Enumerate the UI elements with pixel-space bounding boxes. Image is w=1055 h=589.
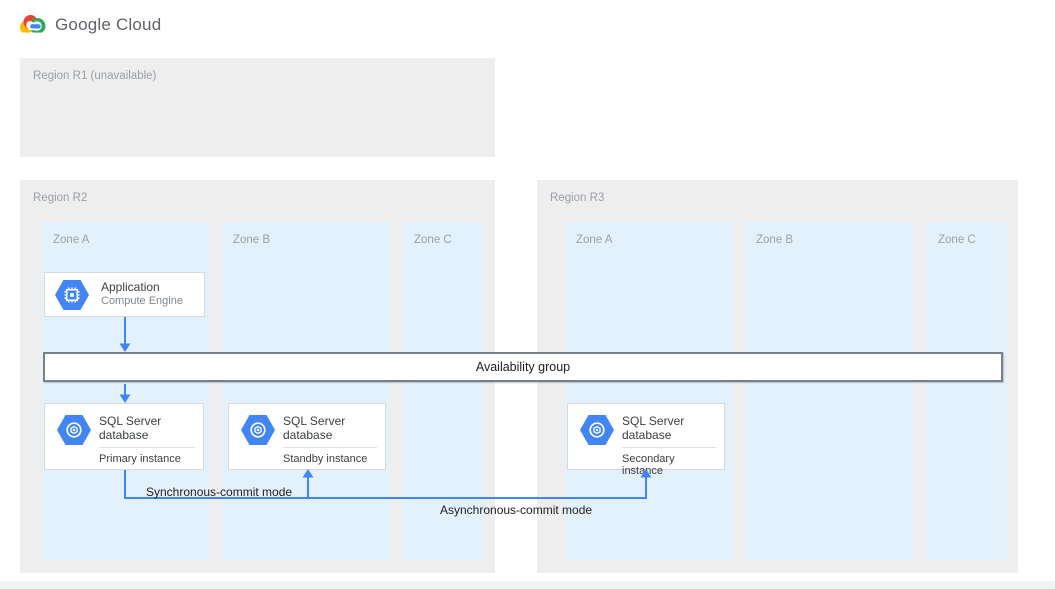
zone-label: Zone A xyxy=(53,234,90,246)
header: Google Cloud xyxy=(19,12,161,38)
sql-card-title: SQL Server database xyxy=(283,414,346,442)
region-r2-zone-b: Zone B xyxy=(222,222,390,560)
application-title: Application xyxy=(101,280,160,294)
bottom-strip xyxy=(0,581,1055,589)
sql-card-title: SQL Server database xyxy=(99,414,162,442)
availability-group-label: Availability group xyxy=(475,360,571,374)
sql-card-title: SQL Server database xyxy=(622,414,685,442)
zone-label: Zone B xyxy=(756,234,794,246)
zone-label: Zone B xyxy=(233,234,271,246)
region-r1-label: Region R1 (unavailable) xyxy=(33,70,157,82)
compute-engine-icon xyxy=(55,280,89,310)
zone-label: Zone C xyxy=(414,234,452,246)
region-r3-zone-c: Zone C xyxy=(927,222,1007,560)
google-cloud-logo-icon xyxy=(19,15,46,36)
region-r2-zone-c: Zone C xyxy=(403,222,483,560)
application-card: Application Compute Engine xyxy=(44,272,205,317)
availability-group-bar: Availability group xyxy=(43,352,1003,382)
instance-label: Primary instance xyxy=(99,447,195,465)
async-commit-label: Asynchronous-commit mode xyxy=(440,503,593,517)
region-r2-label: Region R2 xyxy=(33,192,88,204)
sql-server-icon xyxy=(57,415,91,445)
region-r1: Region R1 (unavailable) xyxy=(20,58,495,157)
application-subtitle: Compute Engine xyxy=(101,295,183,307)
sql-server-icon xyxy=(241,415,275,445)
sql-standby-card: SQL Server database Standby instance xyxy=(228,403,386,470)
sql-primary-card: SQL Server database Primary instance xyxy=(44,403,204,470)
region-r3-label: Region R3 xyxy=(550,192,605,204)
region-r3-zone-a: Zone A xyxy=(565,222,733,560)
sync-commit-label: Synchronous-commit mode xyxy=(146,485,293,499)
instance-label: Standby instance xyxy=(283,447,377,465)
sql-server-icon xyxy=(580,415,614,445)
sql-secondary-card: SQL Server database Secondary instance xyxy=(567,403,725,477)
zone-label: Zone C xyxy=(938,234,976,246)
brand-text: Google Cloud xyxy=(55,15,162,34)
instance-label: Secondary instance xyxy=(622,447,716,477)
region-r3-zone-b: Zone B xyxy=(745,222,913,560)
zone-label: Zone A xyxy=(576,234,613,246)
